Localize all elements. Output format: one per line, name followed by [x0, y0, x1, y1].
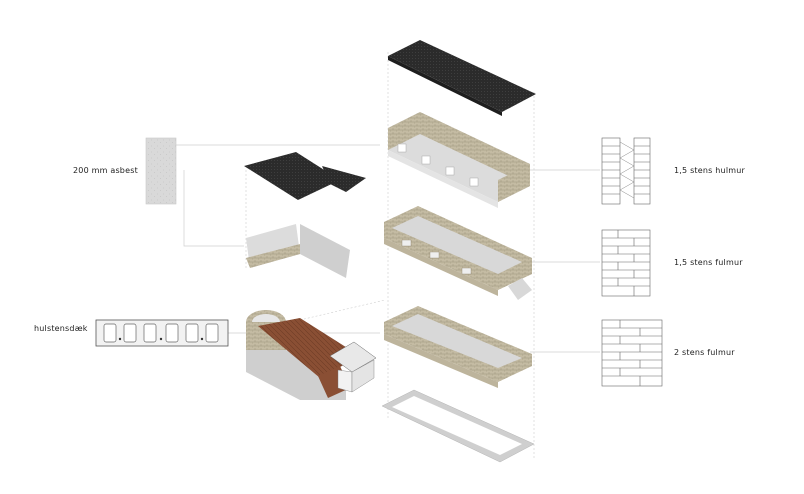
label-wall-solid-15: 1,5 stens fulmur	[674, 258, 743, 267]
wall-section-hollow	[601, 137, 651, 205]
middle-floor-volume	[384, 206, 532, 300]
label-wall-hollow-15: 1,5 stens hulmur	[674, 166, 745, 175]
annex-roof	[244, 152, 366, 200]
foundation-ring	[381, 389, 535, 463]
label-hollowcore: hulstensdæk	[34, 324, 88, 333]
asbestos-swatch	[145, 137, 177, 205]
annex-wall	[246, 224, 350, 278]
upper-floor-volume	[388, 112, 530, 358]
tower-terrace	[246, 310, 377, 400]
roof-slab	[388, 40, 536, 116]
label-asbestos: 200 mm asbest	[73, 166, 138, 175]
wall-section-solid-15	[601, 229, 651, 297]
label-wall-solid-2: 2 stens fulmur	[674, 348, 735, 357]
hollowcore-section	[95, 319, 229, 347]
ground-floor-volume	[384, 306, 532, 388]
wall-section-solid-2	[601, 319, 663, 387]
